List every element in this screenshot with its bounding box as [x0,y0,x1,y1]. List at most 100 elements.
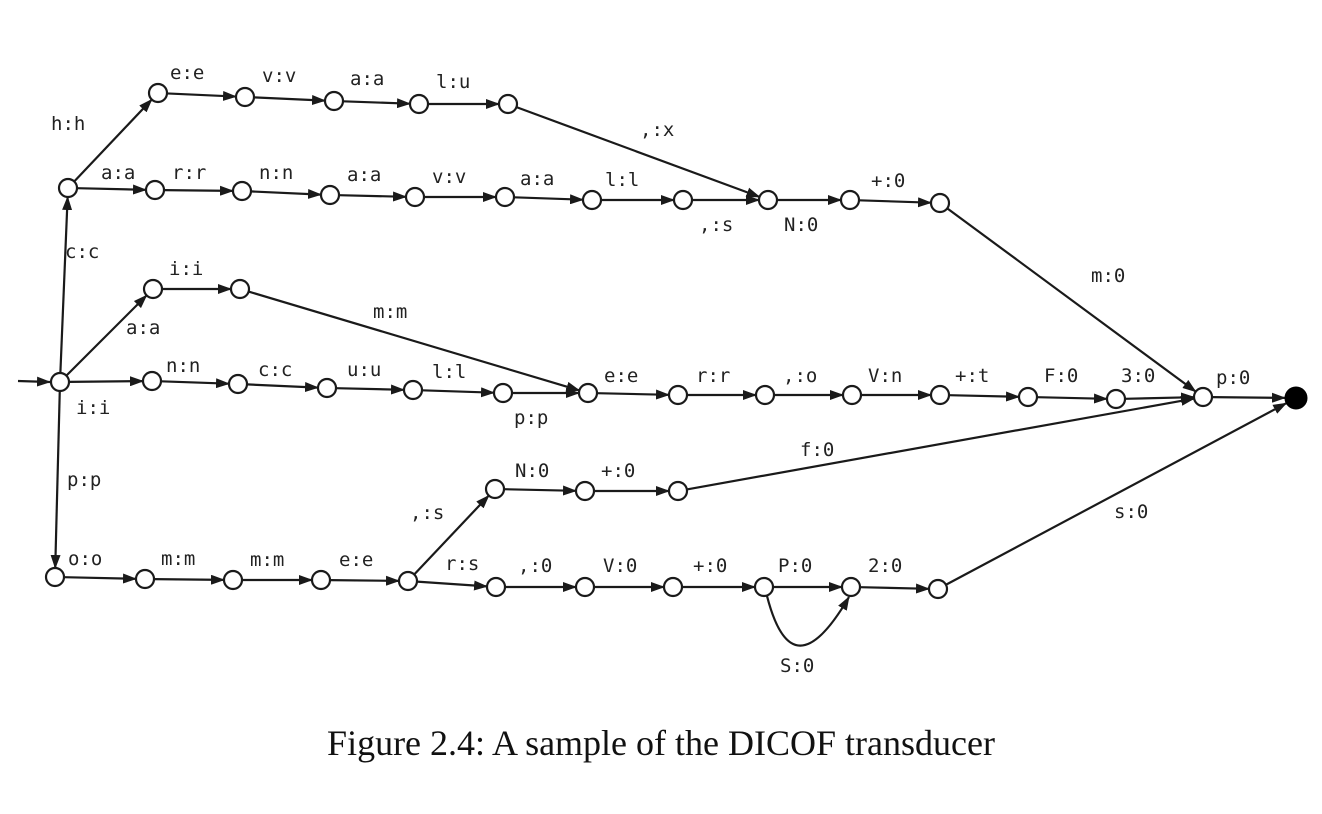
state-node [753,576,775,598]
state-node [57,177,79,199]
transition-label: v:v [262,65,296,87]
state-node [323,90,345,112]
transition-label: 2:0 [868,555,902,577]
transition-label: l:l [432,361,466,383]
transition-label: ,:x [640,119,674,141]
transition-label: v:v [432,166,466,188]
transition-F1-F2 [503,485,578,496]
state-node [141,370,163,392]
state-node [841,384,863,406]
transition-label: V:0 [603,555,637,577]
transition-label: +:t [955,365,989,387]
state-node [574,480,596,502]
transition-label: e:e [170,62,204,84]
transition-label: m:0 [1091,265,1125,287]
state-node [408,93,430,115]
transition-label: ,:o [783,365,817,387]
transition-label: m:m [161,548,195,570]
transition-s0-B6 [65,294,148,377]
transition-F3-P [686,395,1196,491]
state-node [494,186,516,208]
state-node [484,478,506,500]
transition-label: +:0 [871,170,905,192]
transition-label: ,:s [699,214,733,236]
transition-s0-C8 [68,376,145,387]
transition-label: l:u [436,71,470,93]
state-node [44,566,66,588]
transition-label: m:m [250,549,284,571]
state-node [581,189,603,211]
transition-E2-E3 [153,574,226,585]
start-state [49,371,71,393]
state-node [404,186,426,208]
transitions-layer [17,90,1288,647]
transition-E11-fin [945,402,1288,586]
transition-label: r:r [172,162,206,184]
transition-label: n:n [259,162,293,184]
state-node [147,82,169,104]
state-node [231,180,253,202]
transition-label: a:a [126,317,160,339]
state-node [492,382,514,404]
transition-label: i:i [169,258,203,280]
state-node [667,384,689,406]
states-layer [44,82,1308,600]
state-node [662,576,684,598]
transition-label: +:0 [601,460,635,482]
transition-label: e:e [339,549,373,571]
transition-D4-D5 [948,391,1021,402]
state-node [574,576,596,598]
transition-E10-E11 [859,583,931,594]
transition-label: V:n [868,365,902,387]
transition-label: ,:s [410,502,444,524]
transition-D5-D6 [1036,393,1109,404]
transition-label: F:0 [1044,365,1078,387]
transition-B7-C12 [248,290,581,392]
transition-C9-C10 [246,382,320,393]
transition-label: +:0 [693,555,727,577]
state-node [754,384,776,406]
transition-L-P [946,207,1197,393]
transition-E5-F1 [413,494,490,576]
transition-label: n:n [166,355,200,377]
state-node [1192,386,1214,408]
transition-C1-C2 [163,185,235,196]
transition-C12-D1 [596,389,671,400]
transition-label: u:u [347,359,381,381]
state-node [227,373,249,395]
state-node [485,576,507,598]
state-node [397,570,419,592]
transition-label: a:a [520,168,554,190]
transition-s0-A1 [59,195,73,374]
state-node [1105,388,1127,410]
transition-K-L [858,197,933,208]
start-arrow [17,376,51,387]
state-node [319,184,341,206]
transition-label: l:l [605,169,639,191]
transition-label: r:r [696,365,730,387]
transition-label: m:m [373,301,407,323]
transition-B3-B4 [342,98,412,109]
transition-label: i:i [76,397,110,419]
state-node [667,480,689,502]
state-node [142,278,164,300]
state-node [222,569,244,591]
transition-C5-C6 [513,194,585,205]
transition-label: ,:0 [518,555,552,577]
transition-label: r:s [445,553,479,575]
transition-label: p:0 [1216,367,1250,389]
state-node [929,192,951,214]
state-node [672,189,694,211]
transition-label: f:0 [800,439,834,461]
transition-label: o:o [68,548,102,570]
transition-B2-B3 [253,95,327,106]
transition-s0-E1 [50,390,61,570]
transition-label: N:0 [515,460,549,482]
state-node [229,278,251,300]
final-state [1284,386,1308,410]
transition-C11-C13 [421,387,496,398]
transition-label: a:a [350,68,384,90]
transition-label: P:0 [778,555,812,577]
